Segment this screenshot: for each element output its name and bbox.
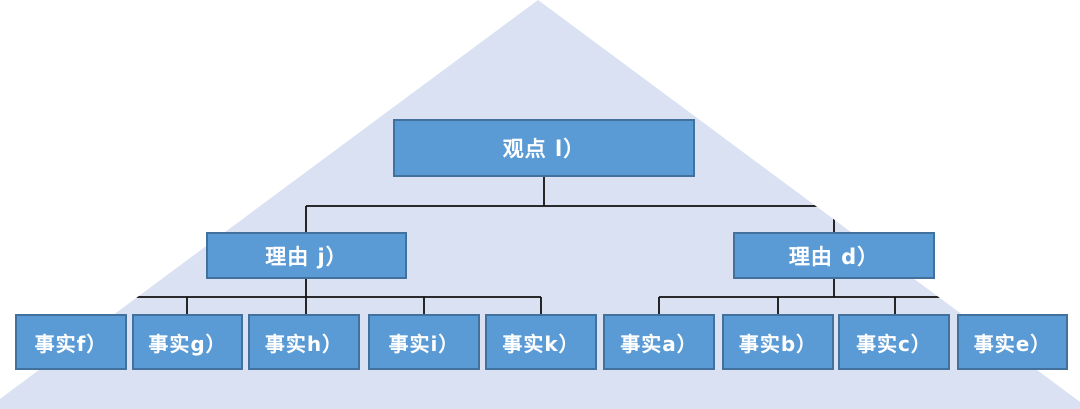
fact-box-c: 事实c）: [838, 314, 950, 370]
fact-box-f: 事实f）: [15, 314, 127, 370]
viewpoint-box: 观点 l）: [393, 119, 695, 177]
reason-box-j: 理由 j）: [206, 232, 407, 279]
fact-box-a: 事实a）: [603, 314, 715, 370]
fact-box-i: 事实i）: [368, 314, 480, 370]
reason-box-d: 理由 d）: [733, 232, 935, 279]
fact-box-b: 事实b）: [722, 314, 834, 370]
fact-box-h: 事实h）: [248, 314, 360, 370]
fact-box-k: 事实k）: [485, 314, 597, 370]
fact-box-e: 事实e）: [957, 314, 1068, 370]
fact-box-g: 事实g）: [132, 314, 243, 370]
